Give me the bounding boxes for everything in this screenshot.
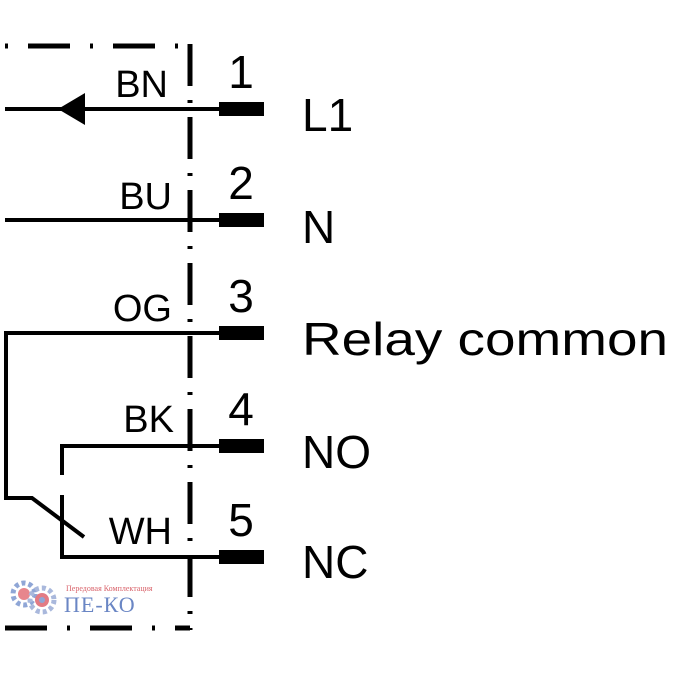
signal-label-5: NC xyxy=(302,536,368,588)
wire-color-label-2: BU xyxy=(119,176,172,218)
gear-icon xyxy=(10,580,57,615)
terminal-number-1: 1 xyxy=(228,46,254,98)
enclosure-boundary xyxy=(5,43,193,631)
terminal-pin-4 xyxy=(219,439,264,453)
terminal-pin-5 xyxy=(219,550,264,564)
signal-label-2: N xyxy=(302,201,335,253)
terminal-pin-2 xyxy=(219,213,264,227)
signal-label-1: L1 xyxy=(302,89,353,141)
wire-1 xyxy=(5,93,222,125)
terminal-number-4: 4 xyxy=(228,383,254,435)
terminal-pin-1 xyxy=(219,102,264,116)
wire-color-label-5: WH xyxy=(109,511,172,553)
watermark-subtitle: Передовая Комплектация xyxy=(66,584,153,593)
signal-label-4: NO xyxy=(302,426,371,478)
watermark-brand: ПЕ-КО xyxy=(64,592,136,617)
wire-5 xyxy=(60,495,222,559)
arrow-left-icon xyxy=(58,93,85,125)
terminal-number-3: 3 xyxy=(228,270,254,322)
terminal-number-2: 2 xyxy=(228,157,254,209)
terminal-pin-3 xyxy=(219,326,264,340)
watermark-logo: Передовая Комплектация ПЕ-КО xyxy=(6,578,166,618)
terminal-number-5: 5 xyxy=(228,494,254,546)
wire-color-label-4: BK xyxy=(123,399,174,441)
wire-3 xyxy=(4,331,222,539)
wire-color-label-1: BN xyxy=(115,64,168,106)
wire-color-label-3: OG xyxy=(113,288,172,330)
wire-4 xyxy=(60,444,222,475)
signal-label-3: Relay common xyxy=(302,313,668,365)
